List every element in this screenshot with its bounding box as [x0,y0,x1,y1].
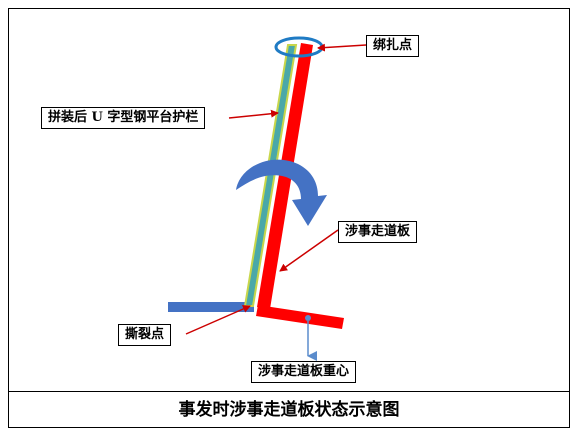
tear-point-label: 撕裂点 [118,324,172,346]
platform-beam [168,302,254,312]
diagram-frame [8,8,570,428]
guardrail-leader [228,109,279,119]
tear-point-leader [185,305,251,335]
walkway-board-leader [279,229,339,272]
walkway-board-bottom [256,305,344,329]
rotation-arrow [236,159,327,226]
tie-point-ellipse [274,36,324,58]
gravity-point [305,315,311,321]
caption-divider [8,391,570,392]
diagram-caption: 事发时涉事走道板状态示意图 [178,400,400,420]
guardrail-shape [243,44,298,307]
gravity-label: 涉事走道板重心 [251,361,357,383]
guardrail-label: 拼装后 U 字型钢平台护栏 [41,107,206,129]
tie-point-leader [317,43,367,52]
tie-point-label: 绑扎点 [366,35,420,57]
walkway-board-label: 涉事走道板 [338,221,418,243]
